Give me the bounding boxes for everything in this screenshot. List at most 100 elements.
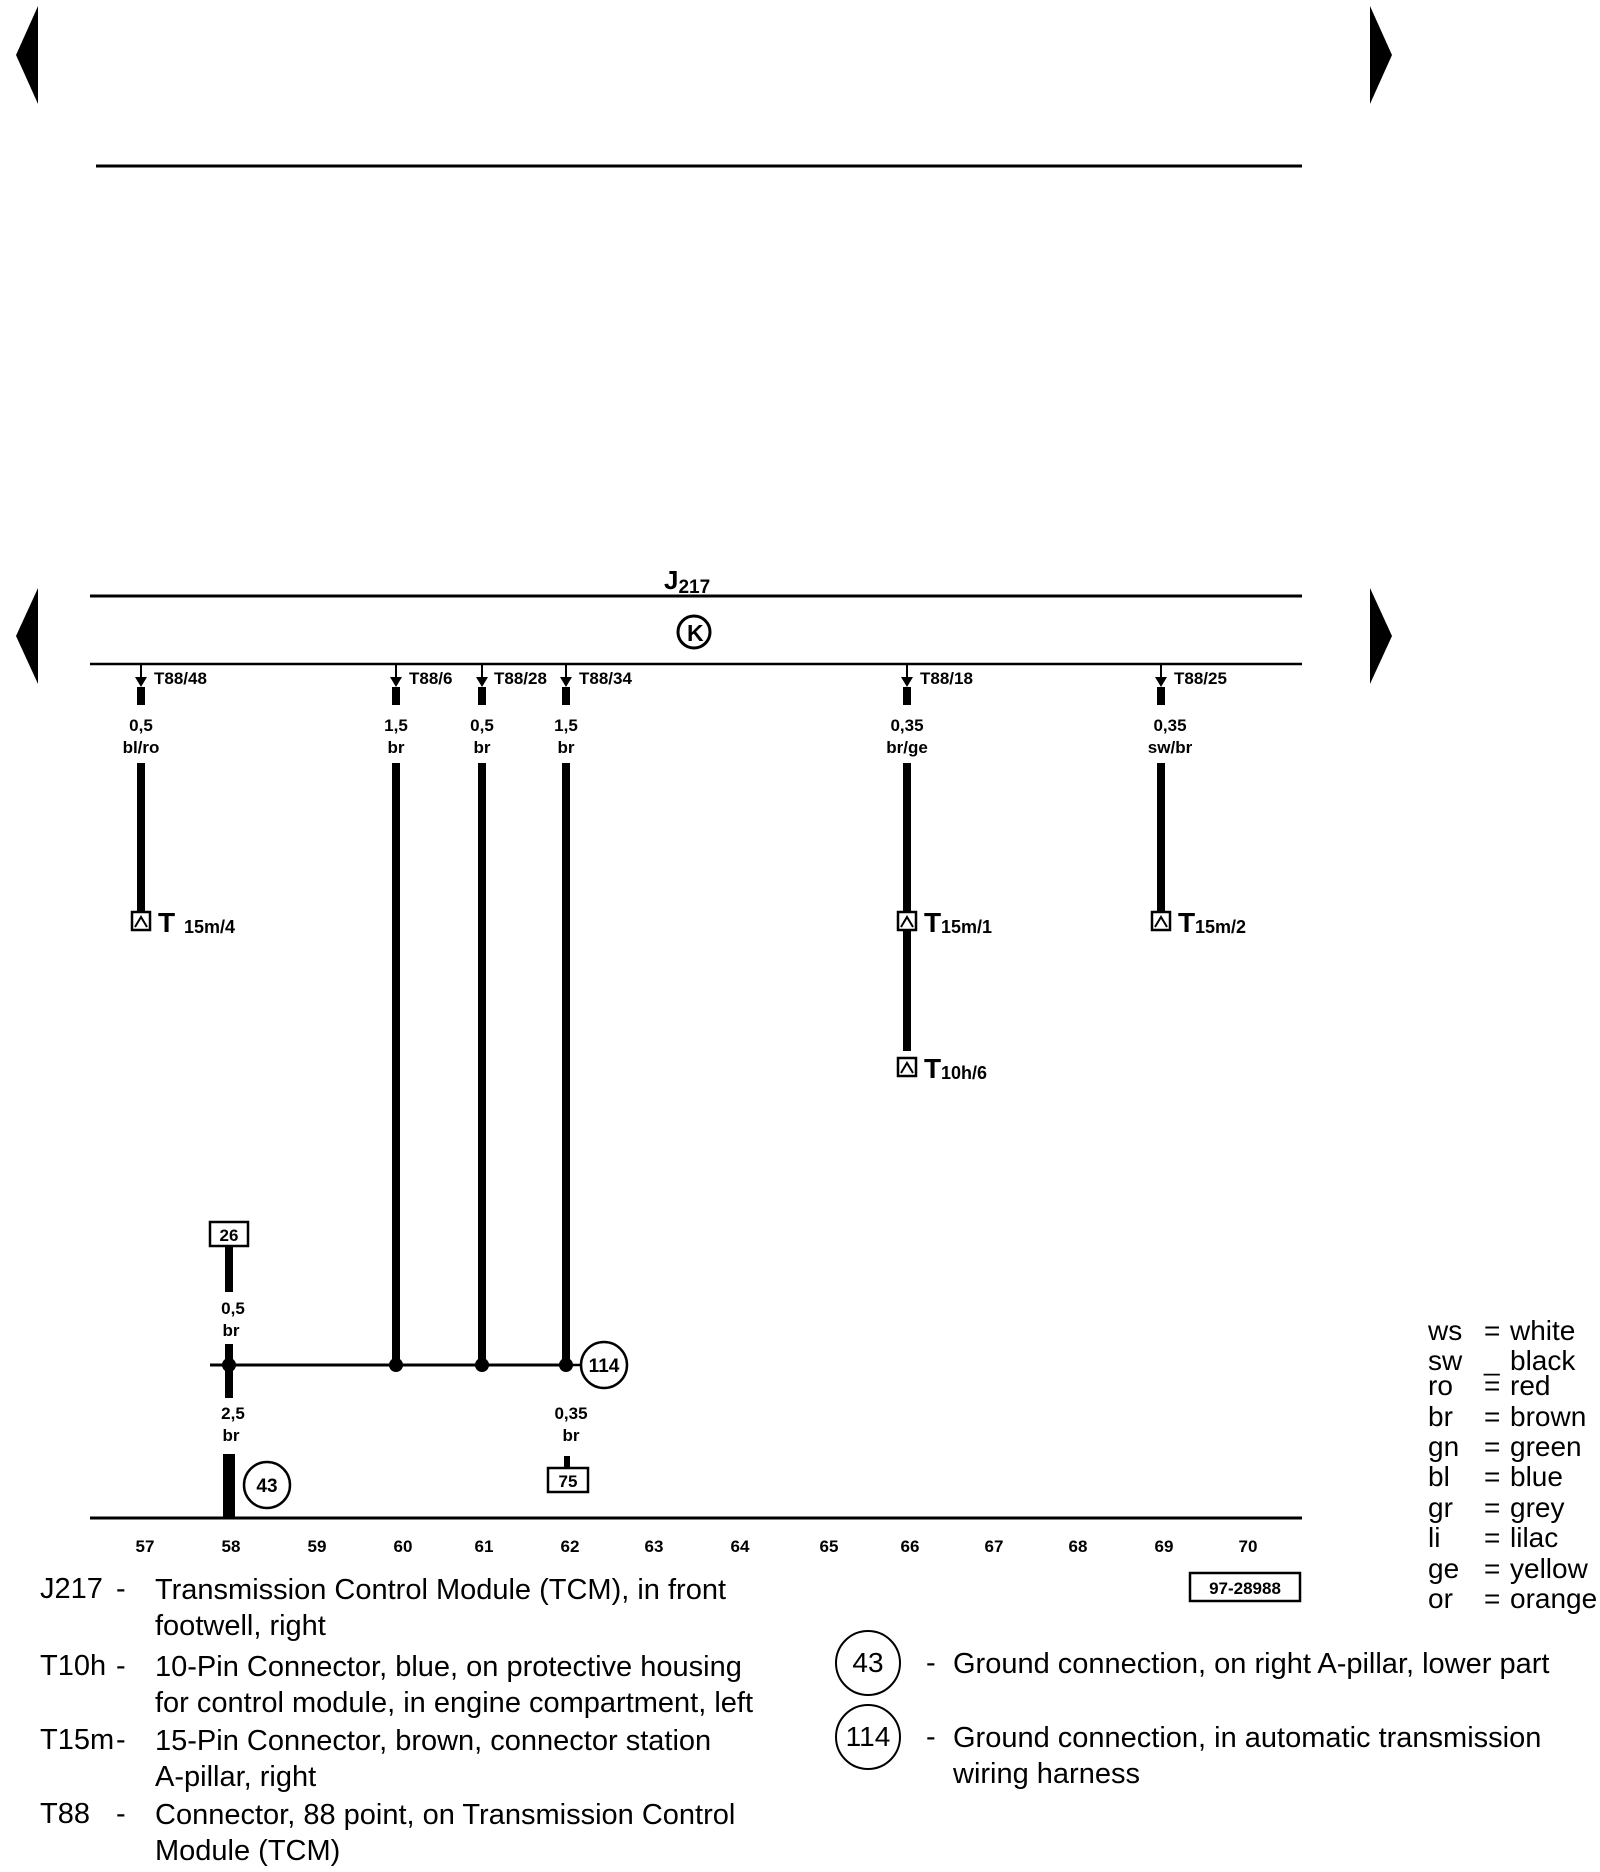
- legend-dash: -: [926, 1647, 936, 1679]
- legend-line: Transmission Control Module (TCM), in fr…: [155, 1574, 727, 1606]
- wire-t88-18: [903, 763, 911, 1051]
- track-number: 68: [1069, 1537, 1088, 1556]
- wire-58-color: br: [223, 1426, 240, 1445]
- connector-t10h-6: T 10h/6: [896, 1053, 987, 1084]
- ground-legend-circle-43: 43: [835, 1630, 901, 1696]
- legend-line: 15-Pin Connector, brown, connector stati…: [155, 1725, 712, 1757]
- module-name: J217: [664, 565, 710, 598]
- prev-page-arrow-icon[interactable]: [16, 6, 38, 104]
- wire-color: br: [388, 738, 405, 757]
- legend-description: Connector, 88 point, on Transmission Con…: [155, 1797, 735, 1869]
- pin-label: T88/34: [579, 669, 632, 688]
- svg-text:T: T: [1178, 907, 1195, 938]
- wire-t88-25: [1157, 763, 1165, 913]
- wire-26-color: br: [223, 1321, 240, 1340]
- legend-line: footwell, right: [155, 1610, 326, 1642]
- wire-26: [225, 1246, 233, 1292]
- wire-62-75: [564, 1456, 570, 1468]
- wire-62-color: br: [563, 1426, 580, 1445]
- ground-circle-43: [242, 1460, 292, 1510]
- legend-dash: -: [116, 1573, 126, 1605]
- ground-circle-43-label: 43: [256, 1476, 277, 1497]
- legend-line: Ground connection, in automatic transmis…: [953, 1722, 1542, 1754]
- legend-line: for control module, in engine compartmen…: [155, 1687, 754, 1719]
- wire-size: 0,5: [470, 716, 494, 735]
- track-number: 61: [475, 1537, 494, 1556]
- k-symbol-icon: [676, 614, 712, 650]
- svg-text:15m/2: 15m/2: [1195, 917, 1246, 937]
- wire-58-size: 2,5: [221, 1404, 245, 1423]
- svg-text:15m/1: 15m/1: [941, 917, 992, 937]
- splice-dot: [389, 1358, 403, 1372]
- reference-box-26-label: 26: [220, 1226, 239, 1245]
- track-number: 66: [901, 1537, 920, 1556]
- pin-t88-25: T88/25 0,35 sw/br: [1148, 664, 1227, 757]
- track-number: 62: [561, 1537, 580, 1556]
- color-code-row: or=orange: [1428, 1583, 1598, 1614]
- legend-line: A-pillar, right: [155, 1761, 317, 1793]
- legend-line: 10-Pin Connector, blue, on protective ho…: [155, 1651, 742, 1683]
- wire-color: br: [474, 738, 491, 757]
- legend-line: Module (TCM): [155, 1835, 341, 1867]
- figure-id-box: [1188, 1571, 1302, 1603]
- legend-dash: -: [116, 1724, 126, 1756]
- figure-id: 97-28988: [1209, 1579, 1281, 1598]
- color-code-row: br=brown: [1428, 1401, 1587, 1432]
- track-number: 58: [222, 1537, 241, 1556]
- next-page-arrow-icon[interactable]: [1370, 6, 1392, 104]
- svg-text:15m/4: 15m/4: [184, 917, 235, 937]
- next-section-arrow-icon[interactable]: [1370, 588, 1392, 684]
- track-number: 70: [1239, 1537, 1258, 1556]
- pin-t88-48: T88/48 0,5 bl/ro: [123, 664, 207, 757]
- connector-t15m-2: T 15m/2: [1150, 907, 1246, 938]
- wire-color: br/ge: [886, 738, 928, 757]
- track-number: 69: [1155, 1537, 1174, 1556]
- color-code-row: sw_black: [1428, 1345, 1576, 1376]
- svg-text:10h/6: 10h/6: [941, 1063, 987, 1083]
- pin-label: T88/25: [1174, 669, 1227, 688]
- svg-text:T: T: [158, 907, 175, 938]
- ground-circle-114: [579, 1340, 629, 1390]
- legend-dash: -: [926, 1721, 936, 1753]
- ground-legend-description: Ground connection, in automatic transmis…: [953, 1720, 1541, 1792]
- legend-key: J217: [40, 1573, 103, 1605]
- color-code-row: ro=red: [1428, 1370, 1551, 1401]
- pin-t88-6: T88/6 1,5 br: [384, 664, 452, 757]
- legend-dash: -: [116, 1798, 126, 1830]
- wire-t88-48: [137, 763, 145, 913]
- pin-t88-34: T88/34 1,5 br: [554, 664, 632, 757]
- reference-box-75-label: 75: [559, 1472, 578, 1491]
- ground-legend-circle-114: 114: [835, 1704, 901, 1770]
- track-number: 65: [820, 1537, 839, 1556]
- splice-dot: [475, 1358, 489, 1372]
- svg-text:T: T: [924, 907, 941, 938]
- legend-key: T10h: [40, 1650, 107, 1682]
- wire-size: 1,5: [554, 716, 578, 735]
- color-code-row: ge=yellow: [1428, 1553, 1588, 1584]
- wire-t88-34: [562, 763, 570, 1365]
- wire-t88-6: [392, 763, 400, 1365]
- track-number: 63: [645, 1537, 664, 1556]
- track-number: 60: [394, 1537, 413, 1556]
- wire-color: br: [558, 738, 575, 757]
- legend-line: wiring harness: [953, 1758, 1140, 1790]
- pin-label: T88/48: [154, 669, 207, 688]
- wire-58-ground: [223, 1454, 235, 1518]
- track-number: 67: [985, 1537, 1004, 1556]
- wire-size: 0,35: [1153, 716, 1186, 735]
- legend-description: 15-Pin Connector, brown, connector stati…: [155, 1723, 711, 1795]
- legend-description: 10-Pin Connector, blue, on protective ho…: [155, 1649, 753, 1721]
- legend-line: Connector, 88 point, on Transmission Con…: [155, 1799, 736, 1831]
- k-symbol-letter: K: [687, 620, 704, 646]
- splice-dot: [559, 1358, 573, 1372]
- legend-key: T88: [40, 1798, 90, 1830]
- pin-t88-28: T88/28 0,5 br: [470, 664, 547, 757]
- color-code-row: li=lilac: [1428, 1522, 1559, 1553]
- track-number: 57: [136, 1537, 155, 1556]
- prev-section-arrow-icon[interactable]: [16, 588, 38, 684]
- pin-label: T88/6: [409, 669, 452, 688]
- color-code-row: gn=green: [1428, 1431, 1582, 1462]
- pin-t88-18: T88/18 0,35 br/ge: [886, 664, 973, 757]
- legend-dash: -: [116, 1650, 126, 1682]
